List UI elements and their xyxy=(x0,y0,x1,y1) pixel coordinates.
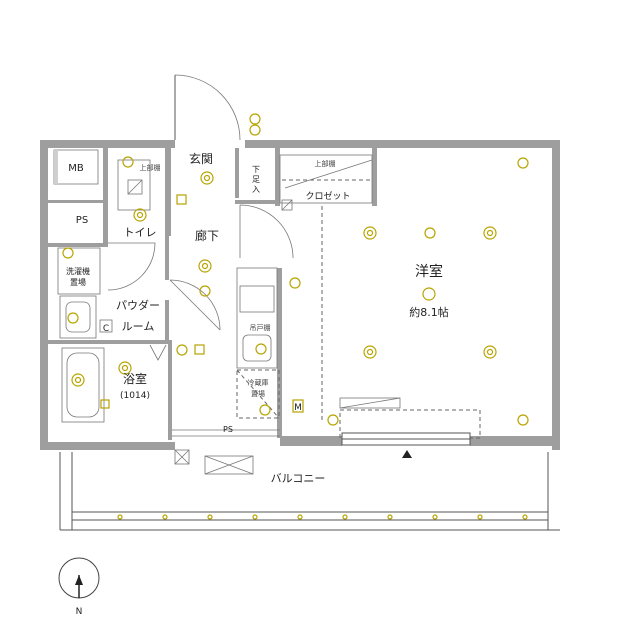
label-kitchen-cabinet: 吊戸棚 xyxy=(250,323,271,332)
label-shoe-3: 入 xyxy=(252,185,260,194)
label-toilet: トイレ xyxy=(124,226,157,239)
label-washer-2: 置場 xyxy=(70,277,86,287)
label-toilet-upper-shelf: 上部棚 xyxy=(140,163,161,172)
powder-sink xyxy=(59,295,113,339)
label-powder-2: ルーム xyxy=(122,320,155,333)
label-powder-1: パウダー xyxy=(116,298,160,312)
kitchen xyxy=(236,267,280,419)
label-bath: 浴室 xyxy=(123,371,147,386)
label-north: N xyxy=(76,607,83,617)
walls xyxy=(40,140,560,450)
toilet-fixture xyxy=(117,159,151,211)
label-upper-shelf: 上部棚 xyxy=(315,159,336,168)
ceiling-light-icon xyxy=(71,171,497,387)
label-shoe-1: 下 xyxy=(252,165,260,174)
heater xyxy=(339,397,401,409)
label-fridge-1: 冷蔵庫 xyxy=(248,378,269,387)
label-hallway: 廊下 xyxy=(195,228,219,243)
bathtub xyxy=(61,347,105,423)
label-fridge-2: 置場 xyxy=(251,389,265,398)
label-mb: MB xyxy=(68,163,84,174)
label-bath-size: (1014) xyxy=(120,391,150,401)
mb-box xyxy=(53,149,99,185)
label-washer-1: 洗濯機 xyxy=(66,266,90,276)
room-window xyxy=(341,432,471,446)
label-western-room: 洋室 xyxy=(415,263,443,280)
closet xyxy=(279,154,373,211)
label-m-mark: M xyxy=(294,403,302,413)
entrance-door xyxy=(174,74,241,141)
label-shoe-2: 足 xyxy=(252,175,260,184)
label-closet: クロゼット xyxy=(305,190,350,202)
label-c-mark: C xyxy=(103,324,109,334)
interior-doors xyxy=(107,204,294,361)
label-western-room-size: 約8.1帖 xyxy=(409,305,449,319)
balcony xyxy=(59,429,560,531)
compass-icon xyxy=(58,557,100,599)
label-ps-upper: PS xyxy=(76,215,88,226)
label-balcony: バルコニー xyxy=(271,472,326,485)
washer-space xyxy=(57,247,101,295)
switch-icon xyxy=(100,194,304,413)
balcony-drain-marks xyxy=(117,514,528,520)
outlet-icon xyxy=(62,113,529,426)
label-entrance: 玄関 xyxy=(189,151,213,166)
label-ps-bottom: PS xyxy=(223,425,233,434)
window-triangle-marker xyxy=(402,450,412,458)
